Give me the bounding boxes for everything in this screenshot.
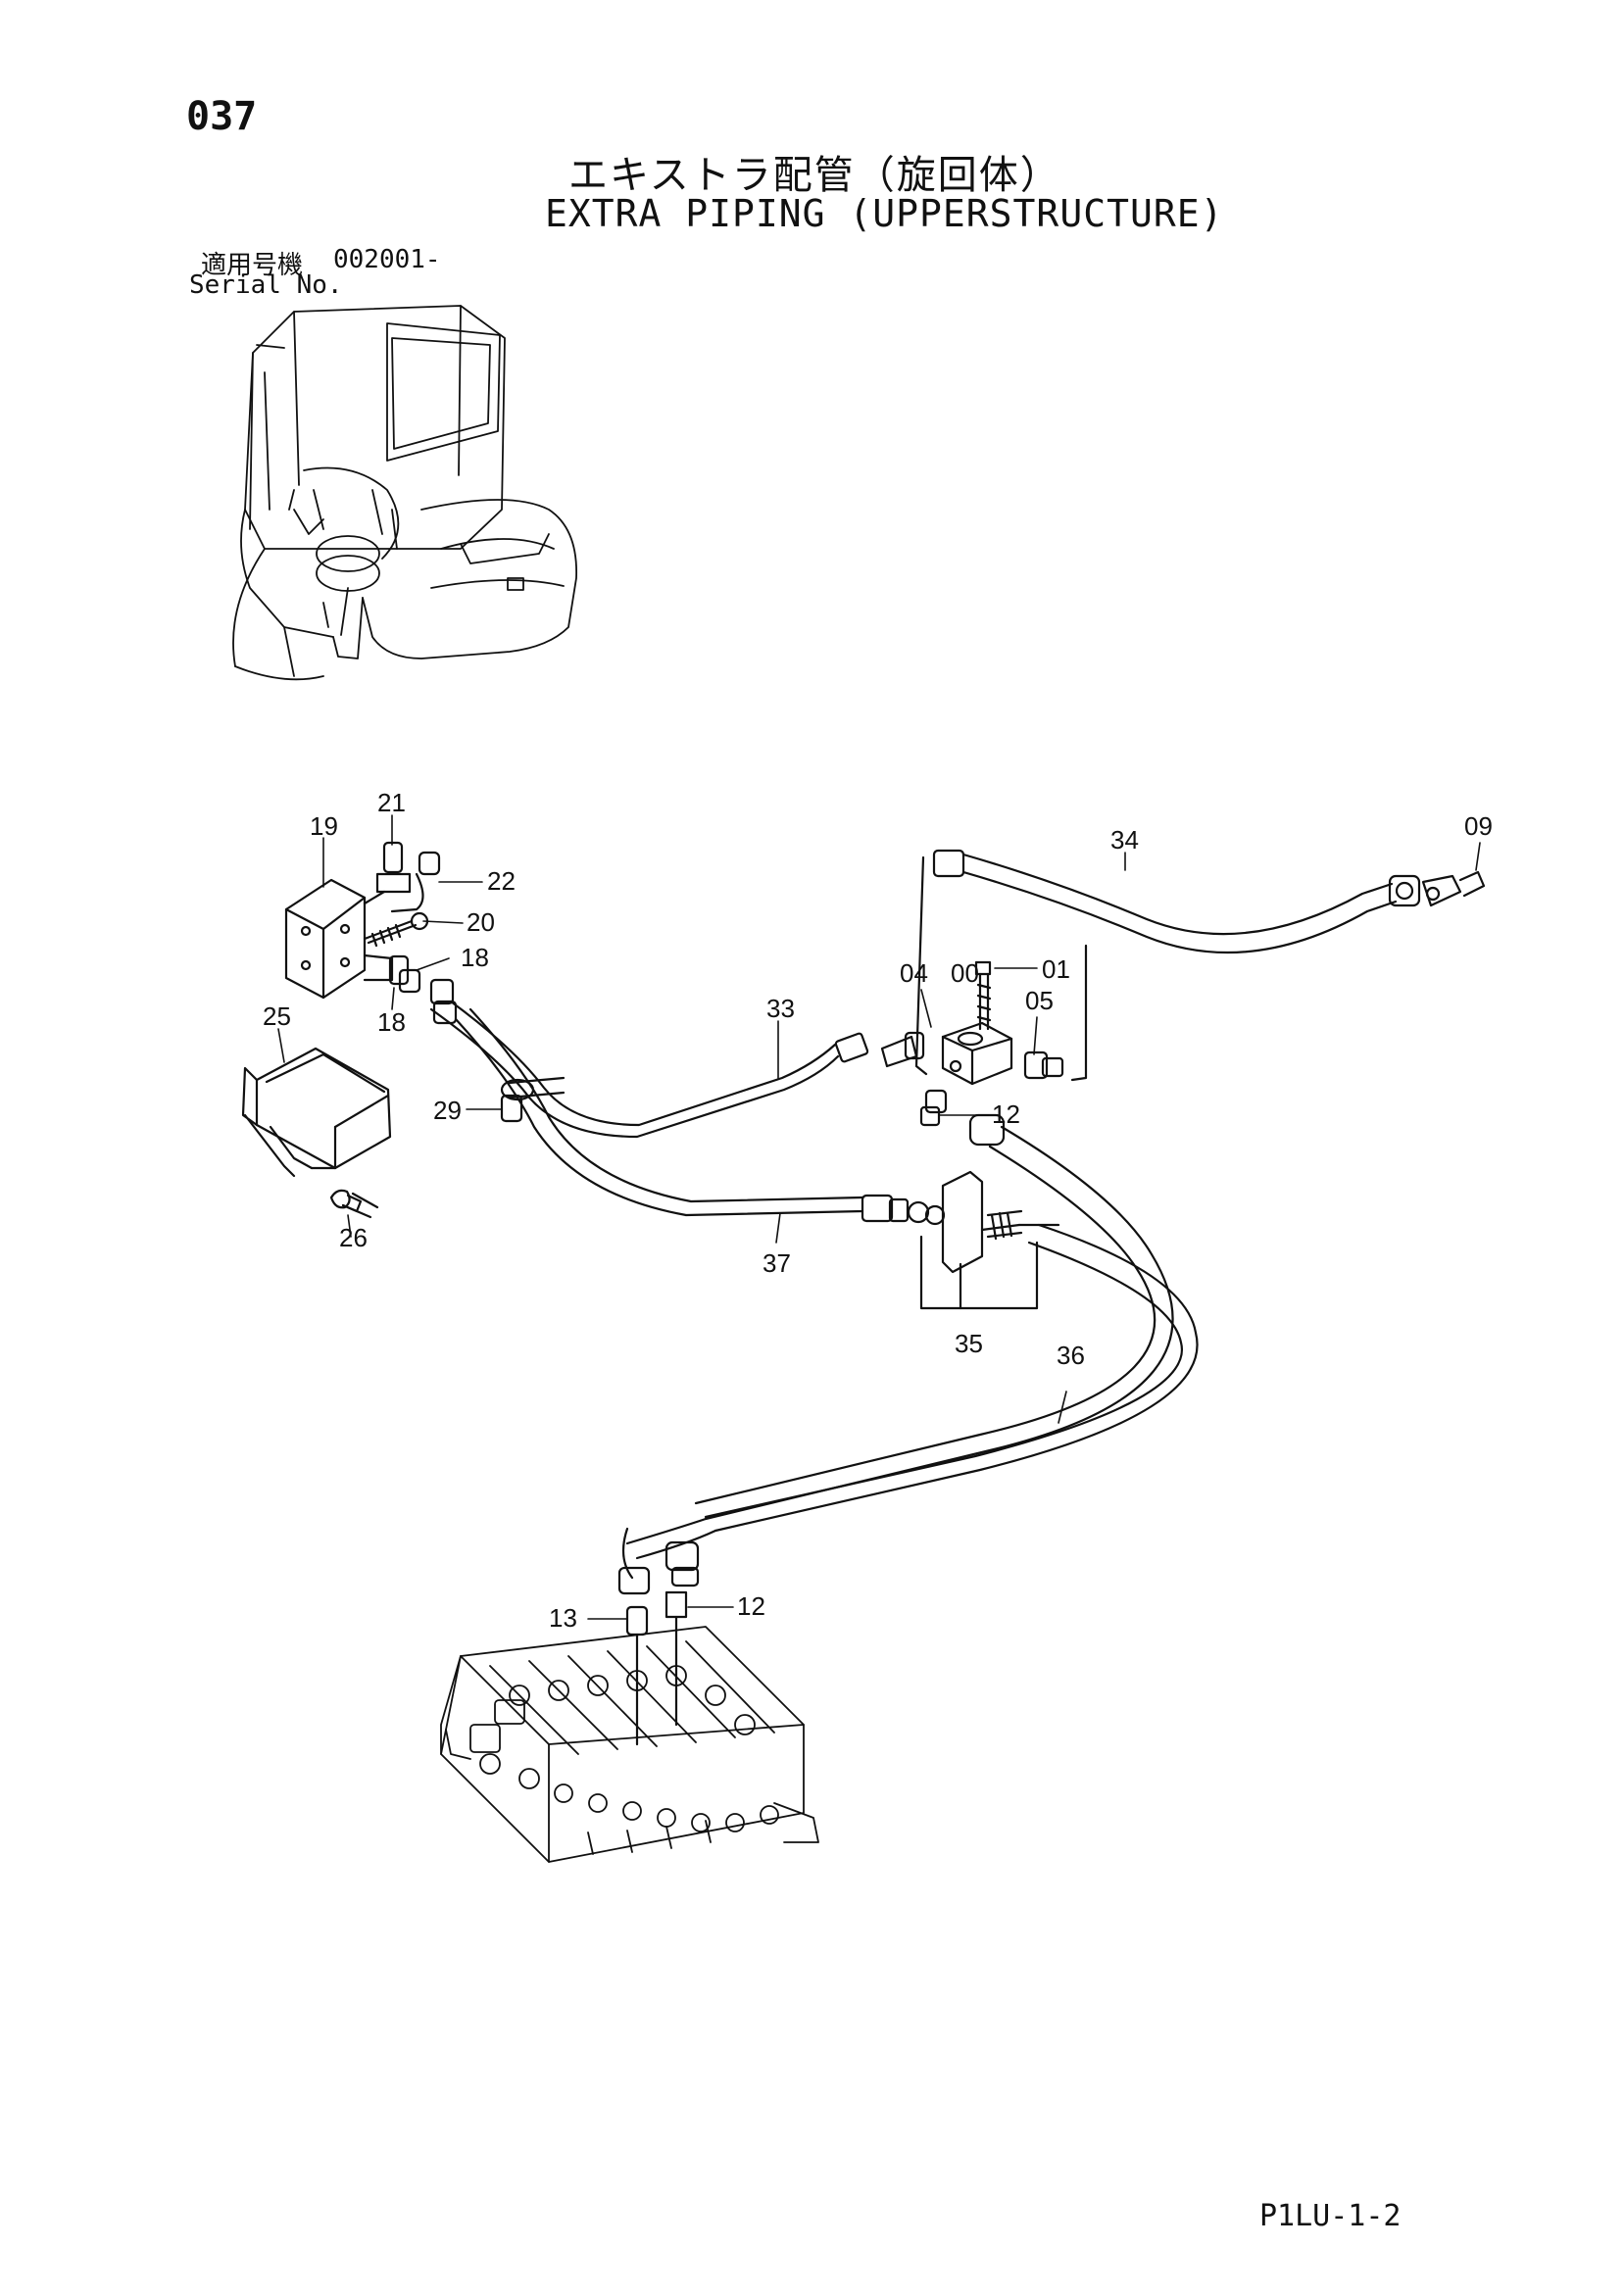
callout-01: 01 <box>1042 954 1070 984</box>
control-valve <box>440 1626 819 1863</box>
serial-label-japanese: 適用号機 <box>201 251 304 280</box>
hose-34 <box>914 849 1486 1082</box>
callout-36: 36 <box>1057 1341 1085 1370</box>
callout-18a: 18 <box>461 943 489 972</box>
callout-00: 00 <box>951 958 979 988</box>
document-code: P1LU-1-2 <box>1259 2199 1402 2233</box>
serial-label-english: Serial No. <box>189 270 343 300</box>
title-english: EXTRA PIPING (UPPERSTRUCTURE) <box>545 192 1224 235</box>
bolt-26 <box>329 1189 379 1219</box>
callout-29: 29 <box>433 1096 462 1125</box>
callout-34: 34 <box>1110 825 1139 855</box>
callout-25: 25 <box>263 1001 291 1031</box>
callout-12-upper: 12 <box>992 1099 1020 1129</box>
clamp-29 <box>500 1076 566 1123</box>
title-japanese: エキストラ配管（旋回体） <box>568 153 1061 198</box>
cover-25 <box>241 1047 392 1178</box>
callout-20: 20 <box>467 907 495 937</box>
callout-22: 22 <box>487 866 516 896</box>
callout-12-lower: 12 <box>737 1591 765 1621</box>
serial-number-value: 002001- <box>333 245 441 274</box>
callout-37: 37 <box>763 1248 791 1278</box>
hose-37 <box>454 1007 946 1226</box>
leader-lines <box>277 814 1481 1620</box>
callout-33: 33 <box>766 994 795 1023</box>
callout-21: 21 <box>377 788 406 817</box>
callout-05: 05 <box>1025 986 1054 1015</box>
fitting-12-lower <box>664 1590 688 1727</box>
page-number: 037 <box>186 94 258 139</box>
callout-35: 35 <box>955 1329 983 1358</box>
callout-18b: 18 <box>377 1007 406 1037</box>
callout-04: 04 <box>900 958 928 988</box>
callout-13: 13 <box>549 1603 577 1633</box>
callout-19: 19 <box>310 811 338 841</box>
callout-26: 26 <box>339 1223 368 1252</box>
callout-labels: 21 19 22 20 18 18 25 29 26 33 04 00 01 0… <box>263 788 1493 1633</box>
callout-09: 09 <box>1464 811 1493 841</box>
block-19-assembly <box>284 841 458 1025</box>
bracket-35 <box>919 1170 1060 1310</box>
block-00-assembly <box>880 960 1064 1127</box>
hose-36 <box>617 1113 1199 1595</box>
machine-overview-illustration <box>232 305 577 681</box>
hose-33 <box>429 1000 869 1139</box>
